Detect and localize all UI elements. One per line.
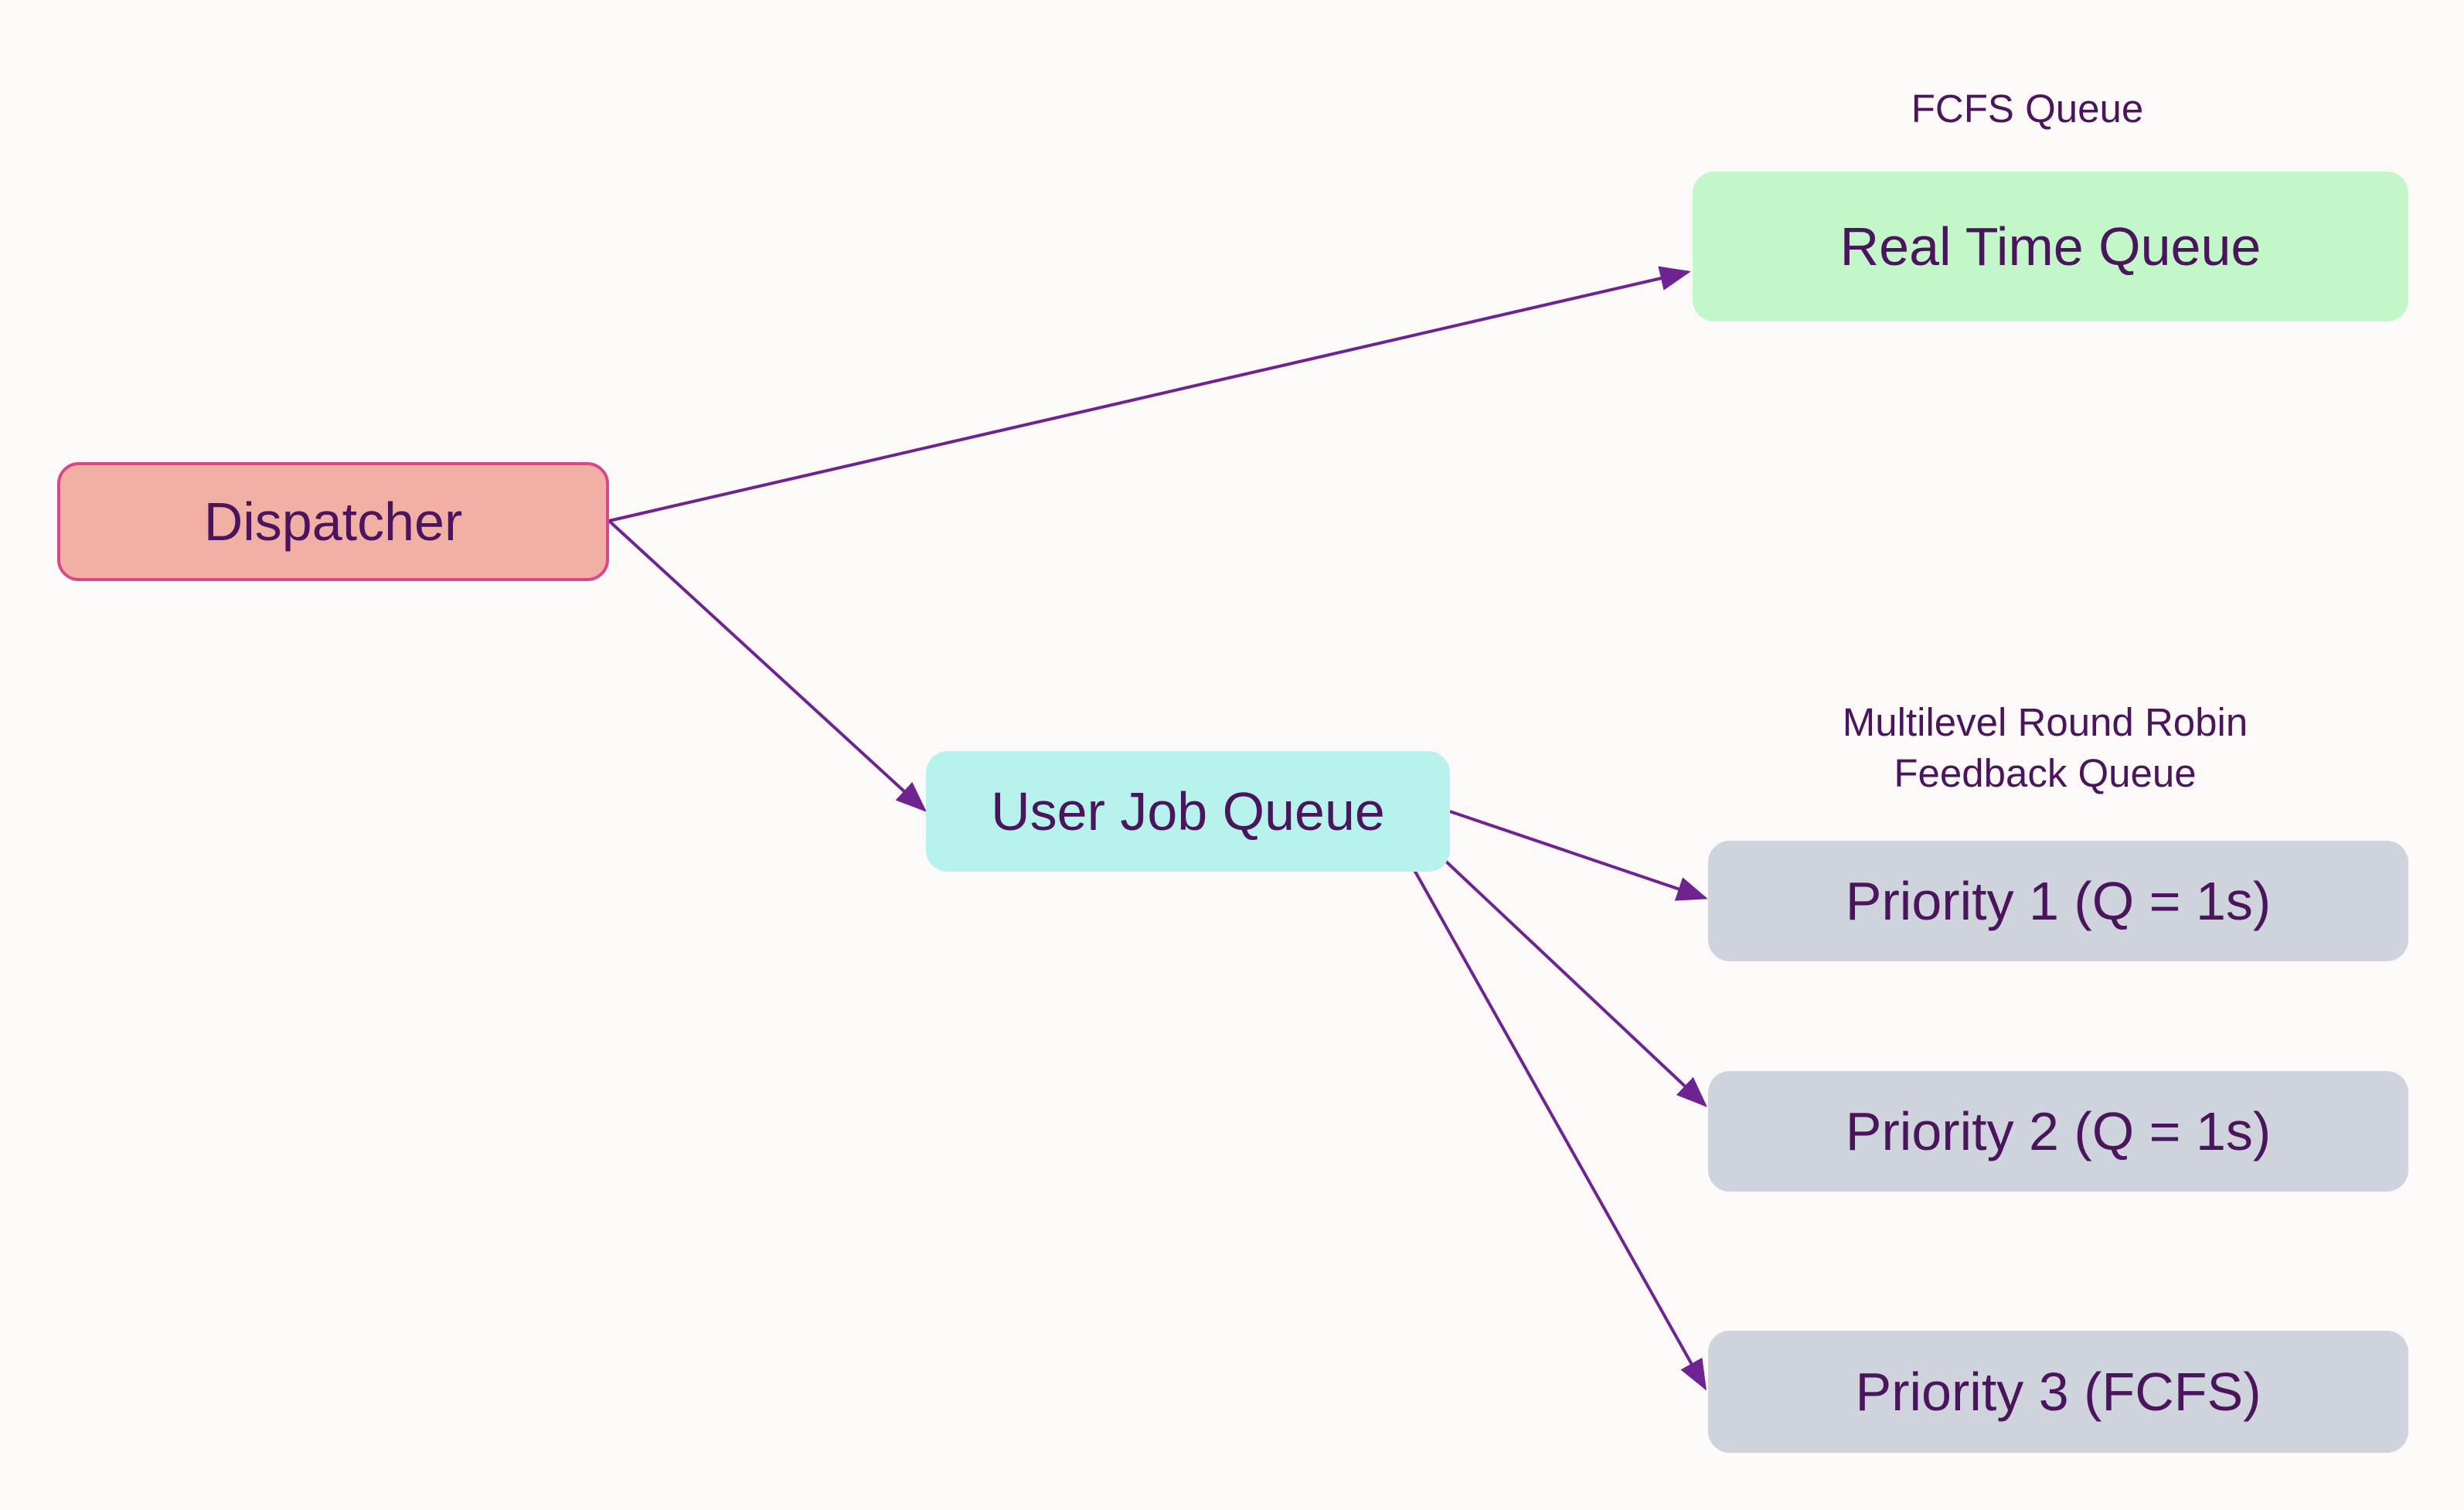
priority-1-node-label: Priority 1 (Q = 1s)	[1845, 871, 2272, 931]
real-time-queue-node-label: Real Time Queue	[1839, 216, 2262, 277]
priority-2-node[interactable]: Priority 2 (Q = 1s)	[1708, 1071, 2408, 1192]
priority-3-node-label: Priority 3 (FCFS)	[1855, 1362, 2262, 1422]
dispatcher-node[interactable]: Dispatcher	[57, 462, 609, 581]
multilevel-feedback-queue-label: Multilevel Round Robin Feedback Queue	[1736, 697, 2354, 799]
edge-dispatcher-to-real-time-queue	[608, 266, 1691, 522]
user-job-queue-node[interactable]: User Job Queue	[926, 751, 1450, 872]
edge-user-job-queue-to-priority-3	[1413, 869, 1707, 1391]
multilevel-label-line2: Feedback Queue	[1894, 751, 2197, 795]
edge-user-job-queue-to-priority-2	[1442, 858, 1707, 1107]
priority-2-node-label: Priority 2 (Q = 1s)	[1845, 1101, 2272, 1161]
user-job-queue-node-label: User Job Queue	[991, 781, 1385, 842]
fcfs-queue-label: FCFS Queue	[1855, 83, 2200, 134]
priority-3-node[interactable]: Priority 3 (FCFS)	[1708, 1331, 2408, 1453]
fcfs-queue-label-text: FCFS Queue	[1911, 87, 2144, 131]
dispatcher-node-label: Dispatcher	[203, 491, 463, 552]
edge-dispatcher-to-user-job-queue	[607, 519, 927, 812]
priority-1-node[interactable]: Priority 1 (Q = 1s)	[1708, 841, 2408, 961]
real-time-queue-node[interactable]: Real Time Queue	[1693, 172, 2408, 321]
edge-user-job-queue-to-priority-1	[1449, 810, 1708, 901]
multilevel-label-line1: Multilevel Round Robin	[1842, 700, 2248, 744]
